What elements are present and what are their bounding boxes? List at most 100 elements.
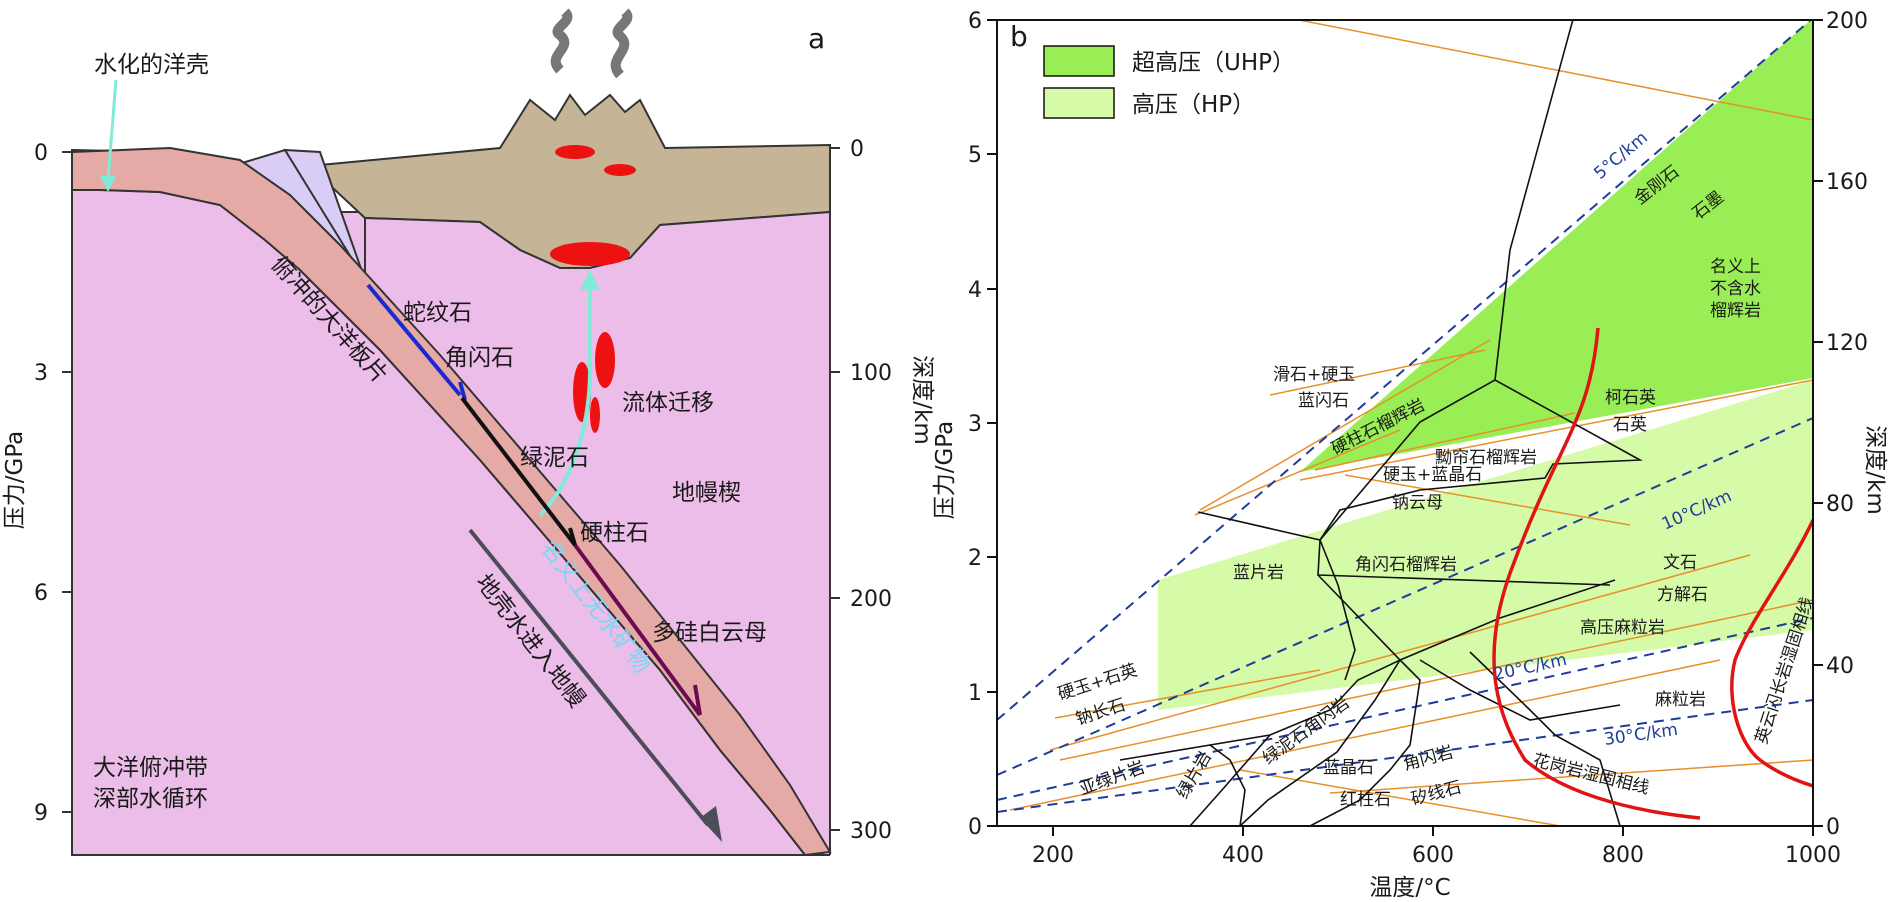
chlorite-label: 绿泥石 [520, 445, 589, 471]
bottom-label-2: 深部水循环 [93, 786, 208, 812]
panel-a: 0 3 6 9 压力/GPa 0 100 200 300 深度/km a 水化的… [2, 8, 935, 857]
uhp-field-lower [1300, 20, 1813, 472]
crust-water-arrow [468, 528, 710, 827]
bottom-label-1: 大洋俯冲带 [93, 755, 208, 781]
subducting-slab [71, 146, 832, 857]
y-tick: 3 [968, 412, 982, 437]
lawsonite-line [568, 527, 577, 546]
legend-label-uhp: 超高压（UHP） [1132, 50, 1295, 76]
x-tick: 600 [1412, 843, 1454, 868]
reaction-lines [1009, 20, 1813, 826]
serpentine-label: 蛇纹石 [403, 300, 472, 326]
depth-axis-a: 0 100 200 300 深度/km [830, 137, 935, 844]
label-nominal-2: 不含水 [1710, 279, 1761, 299]
hydrated-crust-label: 水化的洋壳 [94, 52, 209, 78]
pressure-tick: 9 [34, 801, 48, 826]
label-amph-eclogite: 角闪石榴辉岩 [1355, 555, 1457, 575]
hydrated-crust-arrow [106, 79, 118, 181]
fluid-migration-arrow [538, 285, 592, 517]
depth-tick-b: 40 [1826, 654, 1854, 679]
legend: 超高压（UHP） 高压（HP） [1043, 45, 1295, 119]
amphibole-label: 角闪石 [445, 345, 514, 371]
label-nominal-3: 榴辉岩 [1710, 301, 1761, 321]
granite-solidus [1492, 327, 1701, 820]
label-nominal-1: 名义上 [1710, 257, 1761, 277]
label-amphibolite: 角闪岩 [1401, 742, 1455, 775]
label-jadeite-kyanite: 硬玉+蓝晶石 [1383, 465, 1482, 485]
depth-tick: 300 [850, 819, 892, 844]
chlorite-line [460, 396, 577, 547]
fluid-blob [595, 332, 615, 388]
hydrated-arrow-head [100, 176, 116, 192]
label-granite-solidus: 花岗岩湿固相线 [1531, 750, 1651, 798]
label-andalusite: 红柱石 [1340, 790, 1391, 810]
depth-axis-b: 0 40 80 120 160 200 深度/km [1813, 9, 1888, 840]
serpentine-line [366, 283, 462, 397]
label-calcite: 方解石 [1657, 585, 1708, 605]
depth-axis-label: 深度/km [909, 355, 935, 444]
y-tick: 5 [968, 143, 982, 168]
temperature-axis: 200 400 600 800 1000 温度/°C [1032, 826, 1841, 901]
pressure-tick: 3 [34, 361, 48, 386]
x-tick: 200 [1032, 843, 1074, 868]
pressure-axis-b: 0 1 2 3 4 5 6 压力/GPa [932, 9, 997, 840]
pressure-tick: 0 [34, 141, 48, 166]
lawsonite-label: 硬柱石 [580, 520, 649, 546]
fluid-arrow-head [580, 270, 600, 290]
legend-label-hp: 高压（HP） [1132, 92, 1255, 118]
legend-swatch-hp [1043, 87, 1115, 119]
y-tick: 0 [968, 815, 982, 840]
x-tick: 400 [1222, 843, 1264, 868]
phengite-label: 多硅白云母 [652, 620, 767, 646]
panel-letter-a: a [808, 22, 825, 55]
label-kyanite: 蓝晶石 [1323, 758, 1374, 778]
magma-blob [604, 164, 636, 176]
depth-tick: 200 [850, 587, 892, 612]
label-paragonite: 钠云母 [1392, 493, 1443, 513]
y-tick: 4 [968, 278, 982, 303]
legend-swatch-uhp [1043, 45, 1115, 77]
depth-tick-b: 160 [1826, 170, 1868, 195]
panel-b: 超高压（UHP） 高压（HP） b 200 400 600 800 1000 温… [932, 9, 1888, 901]
panel-letter-b: b [1010, 20, 1028, 53]
label-quartz: 石英 [1613, 415, 1647, 435]
label-jadeite-quartz: 硬玉+石英 [1055, 660, 1139, 704]
x-tick: 1000 [1785, 843, 1841, 868]
y-tick: 6 [968, 9, 982, 34]
pressure-tick: 6 [34, 581, 48, 606]
geotherms [997, 20, 1813, 813]
label-talc-jadeite: 滑石+硬玉 [1273, 365, 1355, 385]
depth-tick: 100 [850, 361, 892, 386]
pressure-axis-label-b: 压力/GPa [932, 421, 958, 520]
phengite-tick [693, 684, 702, 716]
temperature-axis-label: 温度/°C [1369, 875, 1450, 901]
gradient-label-30: 30°C/km [1603, 720, 1679, 750]
depth-tick-b: 80 [1826, 492, 1854, 517]
mantle-wedge-label: 地幔楔 [672, 480, 741, 506]
fluid-migration-label: 流体迁移 [622, 390, 714, 416]
depth-tick-b: 120 [1826, 331, 1868, 356]
depth-tick-b: 0 [1826, 815, 1840, 840]
label-glaucophane: 蓝闪石 [1298, 391, 1349, 411]
label-epidote-eclogite: 黝帘石榴辉岩 [1435, 448, 1537, 468]
y-tick: 1 [968, 681, 982, 706]
label-hp-granulite: 高压麻粒岩 [1580, 618, 1665, 638]
x-tick: 800 [1602, 843, 1644, 868]
depth-tick: 0 [850, 137, 864, 162]
hp-field [1158, 380, 1813, 710]
phengite-line [573, 543, 702, 717]
smoke-icon [610, 8, 633, 79]
magma-blob [555, 145, 595, 159]
accretion-sliver-2 [283, 148, 366, 281]
label-greenschist: 绿片岩 [1173, 748, 1216, 802]
label-coesite: 柯石英 [1605, 388, 1656, 408]
tonalite-solidus [1730, 519, 1813, 788]
fluid-blob [590, 397, 600, 433]
depth-tick-b: 200 [1826, 9, 1868, 34]
smoke-icon [550, 8, 573, 74]
y-tick: 2 [968, 546, 982, 571]
label-granulite: 麻粒岩 [1655, 690, 1706, 710]
magma-chamber [550, 242, 630, 266]
pressure-axis-a: 0 3 6 9 压力/GPa [2, 141, 72, 826]
